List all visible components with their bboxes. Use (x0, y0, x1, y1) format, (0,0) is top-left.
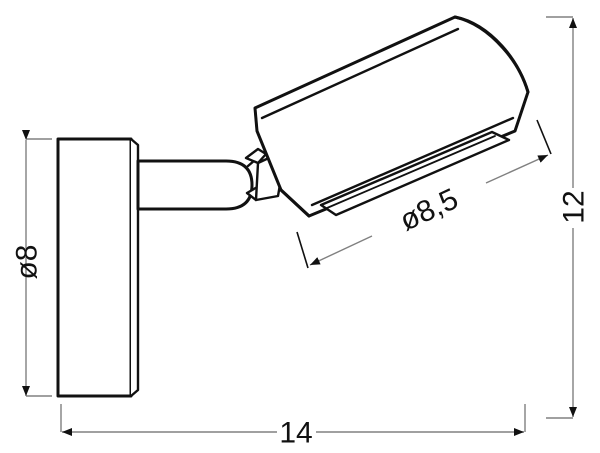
wall-plate-edge (129, 137, 140, 398)
dimension-label-height-left: ø8 (11, 244, 44, 279)
lamp-head-lip-seam (326, 135, 496, 209)
dimension-line-upper-seg (485, 154, 549, 184)
wall-plate (56, 137, 133, 398)
ext-line-upper (536, 119, 552, 155)
lamp-head-top-seam (260, 27, 460, 120)
dimension-label-depth-bottom: 14 (279, 417, 312, 450)
lamp-head-back-edge (253, 106, 259, 133)
ext-line-lower (296, 231, 309, 269)
lamp-head-rim-band (310, 116, 515, 207)
dimension-height-left: ø8 (11, 130, 52, 397)
arm (136, 159, 254, 211)
lamp-head-lip (319, 130, 511, 217)
product-outline (56, 15, 530, 398)
dimension-label-head-diameter: ø8,5 (395, 182, 463, 237)
lamp-head-bottom-edge (279, 188, 311, 218)
dimension-height-right: 12 (546, 16, 591, 419)
dimension-label-height-right: 12 (558, 190, 591, 223)
dimension-line-lower-seg (309, 235, 373, 266)
lamp-head-front-rim (453, 15, 530, 94)
dimension-depth-bottom: 14 (60, 404, 526, 450)
